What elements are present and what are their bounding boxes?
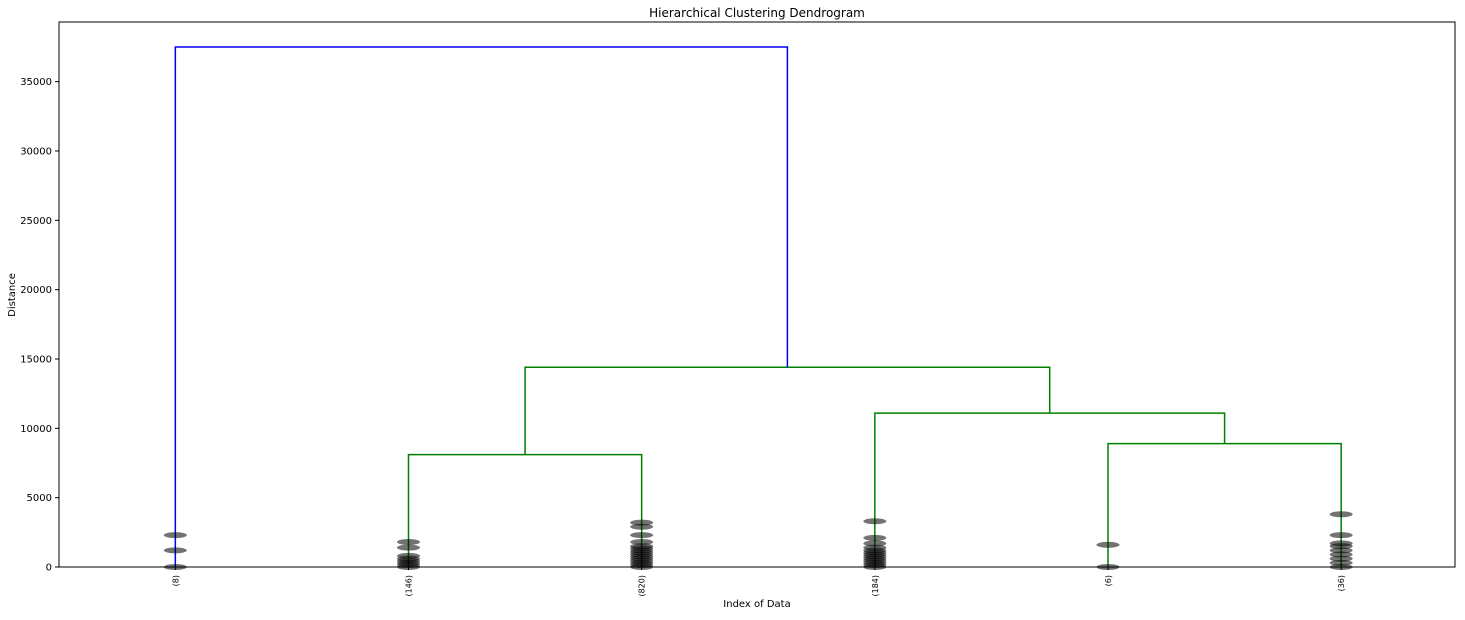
dendrogram-link bbox=[524, 366, 1051, 455]
y-tick-label: 10000 bbox=[20, 424, 52, 435]
leaf-marker bbox=[1329, 511, 1353, 518]
leaf-marker bbox=[1329, 540, 1353, 547]
leaf-marker bbox=[397, 544, 420, 551]
y-tick-label: 35000 bbox=[20, 77, 52, 88]
leaf-marker bbox=[630, 539, 654, 546]
dendrogram-link bbox=[1107, 442, 1342, 567]
leaf-marker bbox=[863, 534, 887, 541]
leaf-marker bbox=[1329, 547, 1353, 554]
leaf-markers bbox=[163, 511, 1353, 570]
y-tick-label: 15000 bbox=[20, 354, 52, 365]
leaf-marker bbox=[1096, 541, 1120, 548]
y-tick-label: 30000 bbox=[20, 146, 52, 157]
y-tick-label: 5000 bbox=[27, 493, 52, 504]
chart-title: Hierarchical Clustering Dendrogram bbox=[649, 6, 865, 20]
leaf-marker bbox=[1329, 555, 1353, 562]
leaf-marker bbox=[630, 523, 654, 530]
leaf-marker bbox=[863, 544, 887, 551]
dendrogram-link bbox=[174, 46, 789, 567]
y-axis-label: Distance bbox=[7, 273, 18, 317]
y-tick-label: 0 bbox=[46, 563, 52, 574]
leaf-marker bbox=[863, 540, 887, 547]
y-tick-label: 25000 bbox=[20, 216, 52, 227]
x-tick-label: (146) bbox=[405, 575, 414, 597]
leaf-marker bbox=[1329, 532, 1353, 539]
x-tick-label: (36) bbox=[1337, 575, 1346, 591]
leaf-marker bbox=[163, 532, 187, 539]
leaf-marker bbox=[630, 532, 654, 539]
y-tick-label: 20000 bbox=[20, 285, 52, 296]
x-axis-ticks: (8) (146) (820) (184) (6) (36) bbox=[171, 567, 1346, 597]
x-tick-label: (6) bbox=[1104, 575, 1113, 586]
dendrogram-link bbox=[874, 412, 1226, 567]
leaf-marker bbox=[630, 519, 654, 526]
x-tick-label: (820) bbox=[638, 575, 647, 597]
x-tick-label: (8) bbox=[171, 575, 180, 586]
y-axis-ticks: 0 5000 10000 15000 20000 25000 30000 35000 bbox=[20, 77, 59, 574]
x-tick-label: (184) bbox=[871, 575, 880, 597]
dendrogram-link bbox=[407, 453, 643, 567]
leaf-marker bbox=[397, 539, 420, 546]
leaf-marker bbox=[397, 552, 420, 559]
dendrogram-links bbox=[174, 46, 1342, 567]
leaf-marker bbox=[1329, 551, 1353, 558]
leaf-marker bbox=[630, 543, 654, 550]
plot-frame bbox=[58, 21, 1456, 568]
x-axis-label: Index of Data bbox=[723, 599, 790, 610]
leaf-marker bbox=[163, 547, 187, 554]
leaf-marker bbox=[863, 518, 887, 525]
leaf-marker bbox=[1329, 559, 1353, 566]
